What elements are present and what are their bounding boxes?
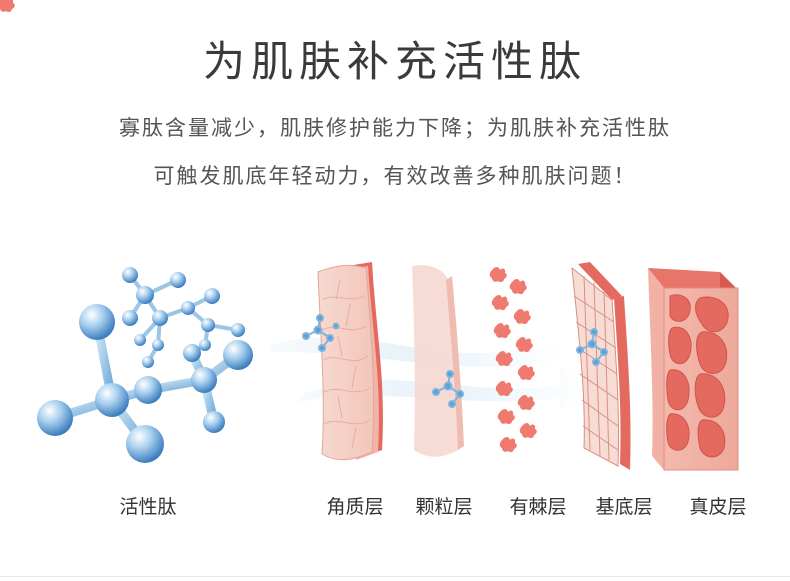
flow-molecule-2 [432, 370, 464, 408]
label-stratum-corneum: 角质层 [326, 496, 384, 518]
label-basal-layer: 基底层 [595, 496, 653, 518]
flow-molecule-3 [576, 328, 608, 366]
basal-layer [571, 262, 631, 470]
dermis-layer [648, 268, 739, 471]
peptide-molecule [37, 267, 253, 463]
subtitle-line-2: 可触发肌底年轻动力，有效改善多种肌肤问题！ [153, 164, 637, 188]
page-title: 为肌肤补充活性肽 [202, 37, 587, 86]
stratum-corneum-layer [317, 262, 383, 461]
label-granular-layer: 颗粒层 [415, 496, 473, 518]
spinous-layer [0, 0, 537, 453]
bottom-divider [0, 576, 790, 577]
label-spinous-layer: 有棘层 [509, 496, 567, 518]
flow-molecule-1 [302, 314, 340, 352]
label-peptide: 活性肽 [119, 496, 177, 518]
granular-layer [412, 265, 464, 457]
subtitle-line-1: 寡肽含量减少，肌肤修护能力下降；为肌肤补充活性肽 [119, 116, 671, 140]
label-dermis: 真皮层 [689, 496, 747, 518]
